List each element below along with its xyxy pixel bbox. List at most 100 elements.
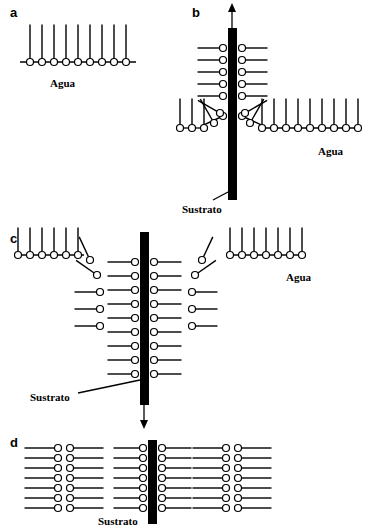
- lipid-head: [201, 125, 208, 132]
- lipid-head: [251, 252, 258, 259]
- lipid-tail: [204, 237, 213, 257]
- lipid-tail: [277, 228, 278, 252]
- lipid-tail: [196, 325, 218, 326]
- lipid-head: [151, 343, 158, 350]
- lipid-head: [239, 93, 246, 100]
- lipid-tail: [158, 359, 182, 360]
- lipid-tail: [65, 25, 66, 59]
- lipid-tail: [273, 99, 274, 125]
- lipid-head: [199, 257, 206, 264]
- lipid-tail: [193, 467, 223, 468]
- lipid-tail: [114, 457, 140, 458]
- lipid-tail: [321, 99, 322, 125]
- lipid-tail: [74, 467, 104, 468]
- lipid-tail: [179, 99, 180, 125]
- lipid-head: [55, 475, 62, 482]
- lipid-tail: [17, 228, 18, 252]
- lipid-tail: [74, 457, 104, 458]
- panel-letter: c: [10, 232, 17, 245]
- lipid-head: [132, 287, 139, 294]
- lipid-head: [242, 110, 249, 117]
- lipid-tail: [229, 228, 230, 252]
- lipid-tail: [158, 303, 182, 304]
- lipid-tail: [193, 507, 223, 508]
- lipid-tail: [108, 289, 132, 290]
- lipid-tail: [158, 317, 182, 318]
- lipid-head: [159, 495, 166, 502]
- lipid-head: [235, 495, 242, 502]
- lipid-tail: [108, 345, 132, 346]
- lipid-head: [140, 445, 147, 452]
- lipid-head: [331, 125, 338, 132]
- lipid-head: [239, 69, 246, 76]
- lipid-head: [87, 59, 94, 66]
- lipid-tail: [242, 447, 272, 448]
- lipid-tail: [193, 447, 223, 448]
- lipid-tail: [166, 507, 192, 508]
- lipid-head: [151, 357, 158, 364]
- lipid-head: [247, 120, 254, 127]
- lipid-tail: [25, 497, 55, 498]
- lipid-tail: [114, 497, 140, 498]
- lipid-tail: [74, 487, 104, 488]
- lipid-head: [140, 475, 147, 482]
- lipid-head: [220, 93, 227, 100]
- lipid-tail: [108, 275, 132, 276]
- lipid-tail: [166, 487, 192, 488]
- lipid-head: [151, 273, 158, 280]
- lipid-head: [51, 59, 58, 66]
- lipid-tail: [108, 317, 132, 318]
- lipid-head: [55, 445, 62, 452]
- lipid-head: [132, 357, 139, 364]
- lipid-head: [189, 323, 196, 330]
- lipid-tail: [114, 507, 140, 508]
- arrow-down: [143, 405, 144, 422]
- panel-letter: b: [192, 6, 200, 19]
- lipid-head: [151, 259, 158, 266]
- part-label: Agua: [318, 146, 343, 157]
- lipid-tail: [166, 467, 192, 468]
- lipid-tail: [166, 497, 192, 498]
- lipid-tail: [108, 261, 132, 262]
- lipid-tail: [75, 291, 97, 292]
- lipid-head: [159, 485, 166, 492]
- lipid-head: [94, 272, 101, 279]
- lipid-head: [355, 125, 362, 132]
- substrate: [228, 28, 237, 200]
- lipid-head: [177, 125, 184, 132]
- lipid-head: [67, 495, 74, 502]
- lipid-head: [132, 301, 139, 308]
- lipid-head: [140, 495, 147, 502]
- lipid-tail: [158, 331, 182, 332]
- lipid-tail: [41, 25, 42, 59]
- lipid-tail: [25, 467, 55, 468]
- lipid-head: [283, 125, 290, 132]
- lipid-tail: [74, 447, 104, 448]
- lipid-head: [319, 125, 326, 132]
- lipid-tail: [246, 83, 268, 84]
- lipid-head: [263, 252, 270, 259]
- lipid-tail: [113, 25, 114, 59]
- lipid-head: [67, 445, 74, 452]
- lipid-tail: [241, 228, 242, 252]
- arrow-up: [231, 10, 232, 28]
- lipid-tail: [101, 25, 102, 59]
- lipid-tail: [193, 477, 223, 478]
- lipid-tail: [158, 373, 182, 374]
- lipid-head: [223, 455, 230, 462]
- lipid-head: [151, 315, 158, 322]
- lipid-head: [63, 59, 70, 66]
- lipid-tail: [246, 95, 268, 96]
- panel-letter: d: [10, 436, 18, 449]
- lipid-head: [27, 252, 34, 259]
- lipid-head: [140, 465, 147, 472]
- lipid-tail: [297, 99, 298, 125]
- lipid-head: [223, 505, 230, 512]
- lipid-tail: [65, 228, 66, 252]
- lipid-tail: [289, 228, 290, 252]
- lipid-head: [223, 485, 230, 492]
- lipid-tail: [158, 289, 182, 290]
- lipid-tail: [29, 228, 30, 252]
- lipid-tail: [242, 467, 272, 468]
- lipid-head: [299, 252, 306, 259]
